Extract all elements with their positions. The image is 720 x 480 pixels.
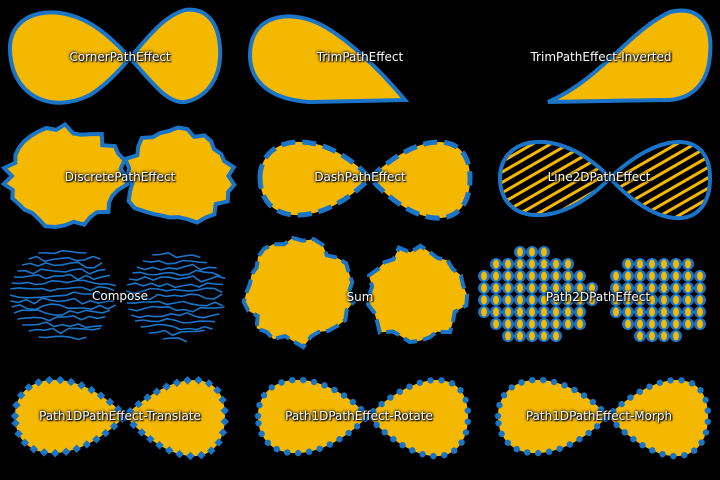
tile-corner-path-effect	[7, 7, 223, 105]
tile-sum	[241, 235, 470, 350]
tile-line2d-path-effect	[497, 140, 713, 221]
tile-discrete-path-effect	[0, 121, 237, 230]
tile-path1d-rotate	[254, 376, 471, 460]
tile-path2d-path-effect	[478, 246, 706, 342]
tile-compose	[9, 249, 226, 343]
tile-path1d-translate	[10, 375, 230, 461]
tile-trim-path-effect	[247, 14, 410, 105]
tile-dash-path-effect	[257, 139, 473, 221]
tile-trim-path-effect-inverted	[547, 8, 713, 104]
tile-path1d-morph	[494, 376, 711, 460]
